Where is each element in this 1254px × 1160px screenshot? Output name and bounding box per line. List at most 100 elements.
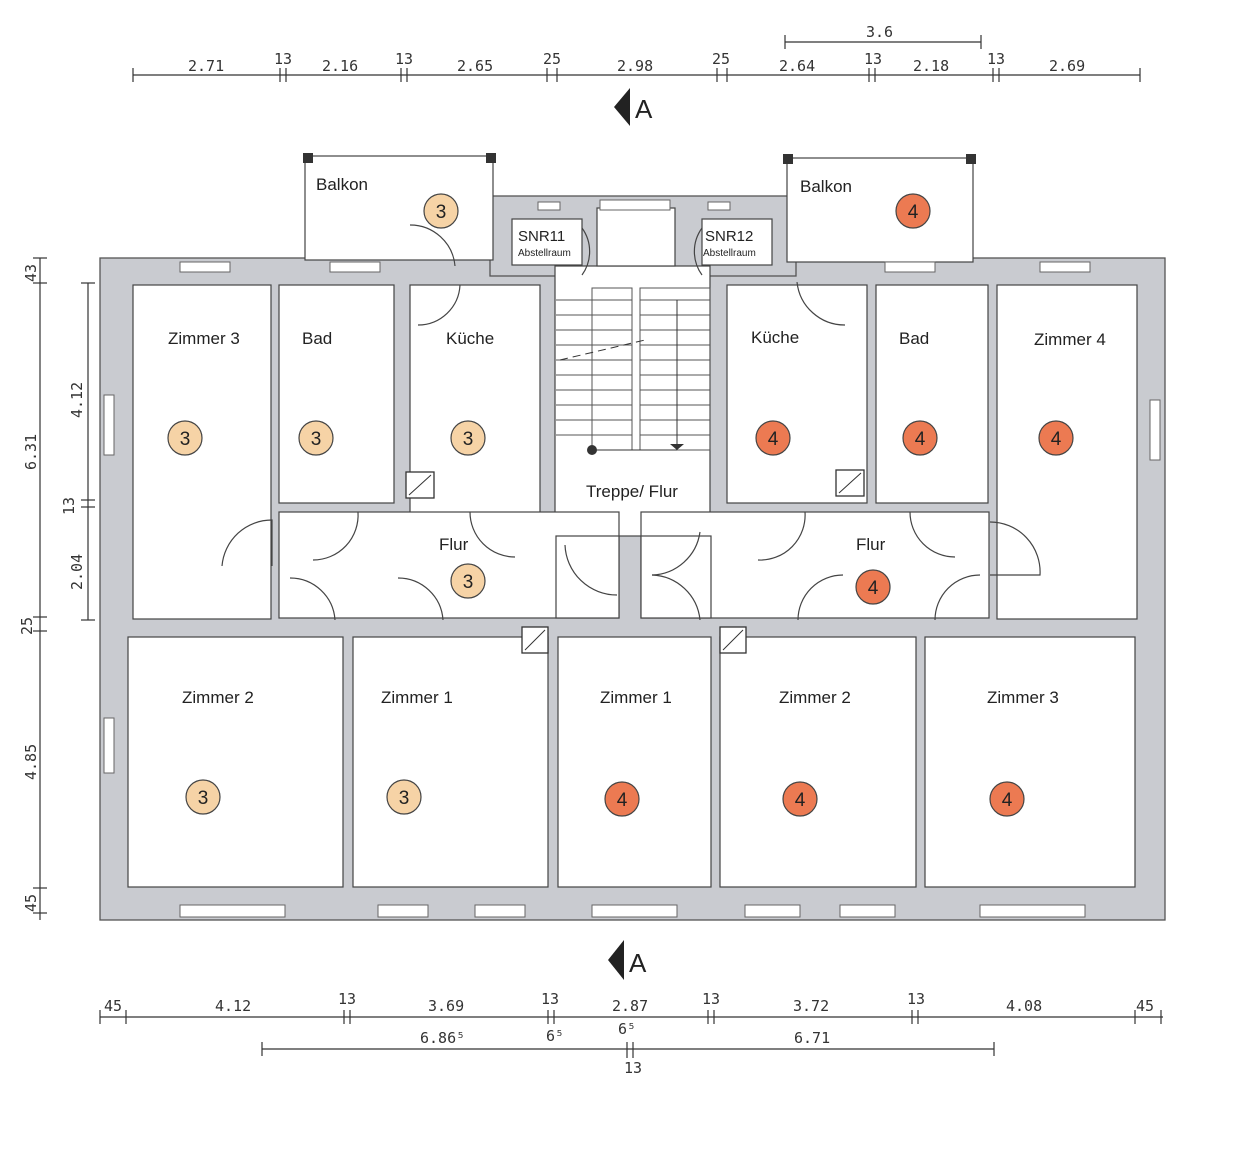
left-inner-dim-13: 13 bbox=[60, 497, 78, 515]
bottom-dim-5: 13 bbox=[541, 990, 559, 1008]
unit-badges: 3 4 3 3 3 4 4 4 3 4 3 3 4 4 4 bbox=[167, 193, 1074, 817]
vent-shafts bbox=[405, 469, 865, 654]
room-zimmer4-right bbox=[996, 284, 1138, 620]
room-bad-right bbox=[875, 284, 989, 504]
top-dim-6: 25 bbox=[543, 50, 561, 68]
balcony-left bbox=[304, 155, 494, 261]
bottom-dim-4: 3.69 bbox=[428, 997, 464, 1015]
unit-badge-number: 4 bbox=[868, 578, 879, 599]
unit-badge-number: 3 bbox=[463, 572, 474, 593]
unit-badge-number: 4 bbox=[908, 202, 919, 223]
label-bad-right: Bad bbox=[899, 329, 929, 348]
label-zimmer2-right: Zimmer 2 bbox=[779, 688, 851, 707]
section-label-bottom: A bbox=[629, 948, 647, 978]
doors bbox=[221, 224, 1041, 621]
section-marker-top: A bbox=[614, 88, 653, 126]
unit-badge: 3 bbox=[423, 193, 459, 229]
unit-badge: 3 bbox=[185, 779, 221, 815]
bottom-sub-dim-1: 6.86⁵ bbox=[420, 1029, 465, 1047]
bottom-center-dim: 13 bbox=[624, 1059, 642, 1077]
label-kueche-left: Küche bbox=[446, 329, 494, 348]
top-dimension-chain: 2.71 13 2.16 13 2.65 25 2.98 25 2.64 13 … bbox=[132, 23, 1141, 82]
label-zimmer4-right: Zimmer 4 bbox=[1034, 330, 1106, 349]
unit-badge: 4 bbox=[604, 781, 640, 817]
label-zimmer3-right: Zimmer 3 bbox=[987, 688, 1059, 707]
room-zimmer3-right bbox=[924, 636, 1136, 888]
bottom-dim-10: 4.08 bbox=[1006, 997, 1042, 1015]
top-dim-13: 2.69 bbox=[1049, 57, 1085, 75]
unit-badge-number: 3 bbox=[311, 429, 322, 450]
staircase bbox=[556, 287, 711, 455]
unit-badge-number: 4 bbox=[1002, 790, 1013, 811]
top-extra-dim: 3.6 bbox=[866, 23, 893, 41]
label-flur-left: Flur bbox=[439, 535, 469, 554]
unit-badge: 3 bbox=[298, 420, 334, 456]
bottom-dim-3: 13 bbox=[338, 990, 356, 1008]
label-zimmer3-left: Zimmer 3 bbox=[168, 329, 240, 348]
label-snr11: SNR11 bbox=[518, 228, 565, 245]
label-balkon-right: Balkon bbox=[800, 177, 852, 196]
label-abstellraum-left: Abstellraum bbox=[518, 248, 571, 259]
label-zimmer2-left: Zimmer 2 bbox=[182, 688, 254, 707]
bottom-sub-dim-2: 6⁵ bbox=[546, 1027, 564, 1045]
left-dim-43: 43 bbox=[22, 264, 40, 282]
bottom-dim-8: 3.72 bbox=[793, 997, 829, 1015]
section-marker-bottom: A bbox=[608, 940, 647, 980]
balcony-right bbox=[786, 157, 974, 263]
bottom-sub-dim-4: 6.71 bbox=[794, 1029, 830, 1047]
room-zimmer1-right bbox=[557, 636, 712, 888]
unit-badge-number: 3 bbox=[463, 429, 474, 450]
label-kueche-right: Küche bbox=[751, 328, 799, 347]
top-dim-8: 25 bbox=[712, 50, 730, 68]
top-dim-1: 2.71 bbox=[188, 57, 224, 75]
top-dim-3: 2.16 bbox=[322, 57, 358, 75]
unit-badge: 4 bbox=[895, 193, 931, 229]
top-dim-9: 2.64 bbox=[779, 57, 815, 75]
unit-badge-number: 3 bbox=[399, 788, 410, 809]
left-dimension-chain: 43 6.31 25 4.85 45 4.12 13 2.04 bbox=[18, 257, 95, 920]
top-dim-12: 13 bbox=[987, 50, 1005, 68]
label-treppe-flur: Treppe/ Flur bbox=[586, 482, 678, 501]
top-dim-5: 2.65 bbox=[457, 57, 493, 75]
unit-badge-number: 4 bbox=[617, 790, 628, 811]
unit-badge: 4 bbox=[855, 569, 891, 605]
unit-badge-number: 4 bbox=[768, 429, 779, 450]
left-dim-485: 4.85 bbox=[22, 744, 40, 780]
left-dim-45: 45 bbox=[22, 894, 40, 912]
label-snr12: SNR12 bbox=[705, 228, 753, 245]
unit-badge-number: 4 bbox=[915, 429, 926, 450]
unit-badge: 4 bbox=[782, 781, 818, 817]
unit-badge: 3 bbox=[450, 563, 486, 599]
bottom-dimension-chain: 45 4.12 13 3.69 13 2.87 13 3.72 13 4.08 … bbox=[99, 990, 1163, 1077]
left-dim-631: 6.31 bbox=[22, 434, 40, 470]
building: Balkon Balkon SNR11 Abstellraum SNR12 Ab… bbox=[99, 153, 1166, 921]
room-bad-left bbox=[278, 284, 395, 504]
label-flur-right: Flur bbox=[856, 535, 886, 554]
label-zimmer1-right: Zimmer 1 bbox=[600, 688, 672, 707]
unit-badge: 4 bbox=[989, 781, 1025, 817]
bottom-dim-11: 45 bbox=[1136, 997, 1154, 1015]
windows bbox=[103, 199, 1161, 918]
label-balkon-left: Balkon bbox=[316, 175, 368, 194]
top-dim-2: 13 bbox=[274, 50, 292, 68]
section-label-top: A bbox=[635, 94, 653, 124]
unit-badge: 4 bbox=[902, 420, 938, 456]
room-zimmer3-left bbox=[132, 284, 272, 620]
top-dim-4: 13 bbox=[395, 50, 413, 68]
top-dim-11: 2.18 bbox=[913, 57, 949, 75]
bottom-sub-dim-3: 6⁵ bbox=[618, 1020, 636, 1038]
unit-badge-number: 3 bbox=[436, 202, 447, 223]
label-zimmer1-left: Zimmer 1 bbox=[381, 688, 453, 707]
room-zimmer2-right bbox=[719, 636, 917, 888]
room-zimmer2-left bbox=[127, 636, 344, 888]
unit-badge-number: 3 bbox=[198, 788, 209, 809]
unit-badge: 3 bbox=[450, 420, 486, 456]
bottom-dim-1: 45 bbox=[104, 997, 122, 1015]
unit-badge-number: 4 bbox=[1051, 429, 1062, 450]
left-inner-dim-204: 2.04 bbox=[68, 554, 86, 590]
bottom-dim-6: 2.87 bbox=[612, 997, 648, 1015]
room-kueche-right bbox=[726, 284, 868, 504]
bottom-dim-9: 13 bbox=[907, 990, 925, 1008]
unit-badge: 4 bbox=[1038, 420, 1074, 456]
